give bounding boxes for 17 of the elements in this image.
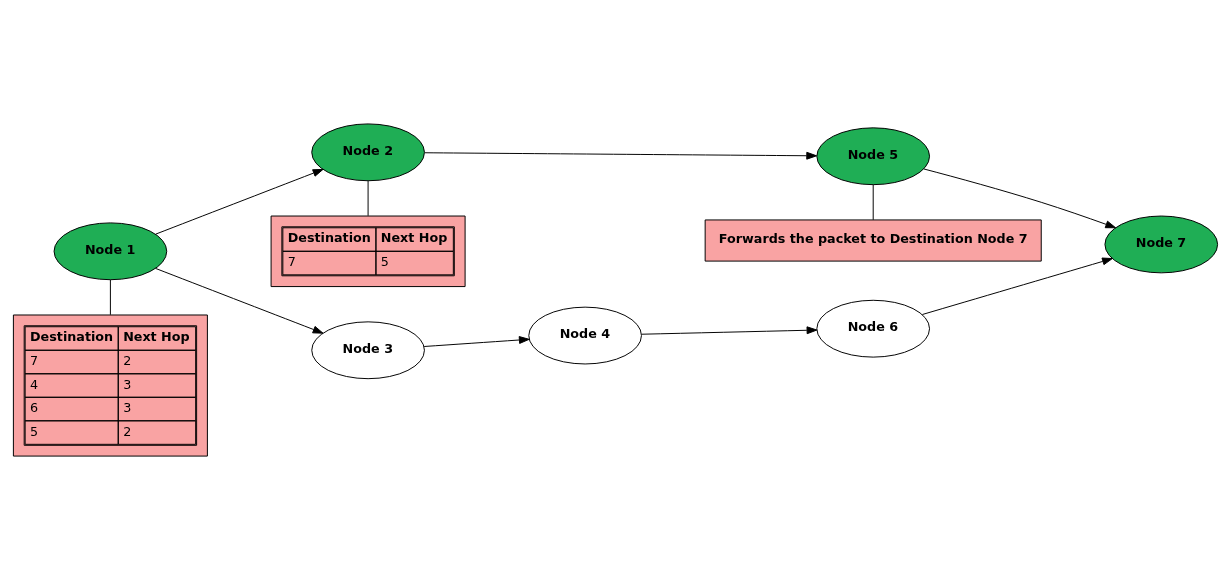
arrow bbox=[923, 167, 1117, 228]
arrow bbox=[424, 151, 818, 160]
arrow bbox=[641, 325, 818, 335]
connector bbox=[109, 278, 111, 315]
arrow bbox=[921, 257, 1113, 315]
arrow bbox=[155, 267, 324, 334]
node-box: Forwards the packet to Destination Node 7 bbox=[704, 218, 1042, 262]
node-ellipse: Node 5 bbox=[816, 126, 930, 185]
node-box: Destination Next Hop 7 5 bbox=[270, 215, 466, 287]
arrow bbox=[155, 168, 324, 235]
node-ellipse: Node 4 bbox=[528, 306, 642, 364]
connector bbox=[872, 183, 874, 220]
node-box: Destination Next Hop 7 2 4 3 6 3 5 2 bbox=[12, 314, 208, 457]
arrow bbox=[423, 335, 530, 347]
connector bbox=[367, 179, 369, 216]
node-ellipse: Node 1 bbox=[53, 221, 168, 280]
node-ellipse: Node 6 bbox=[816, 299, 930, 358]
